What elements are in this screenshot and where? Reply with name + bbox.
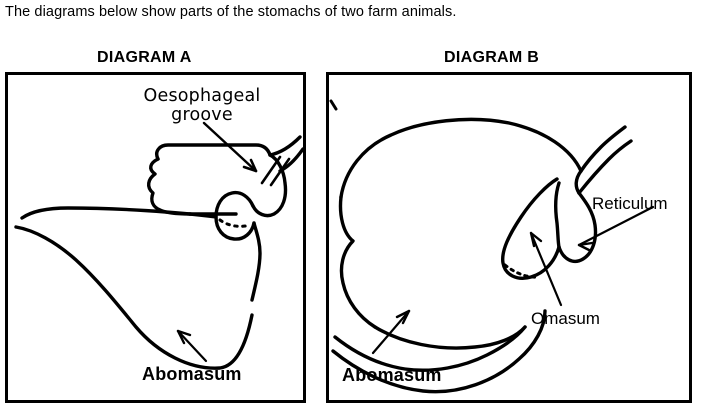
reticulum-pouch-b [557,169,598,264]
reticulum-pointer-b [577,205,655,253]
reticulum-inner-b [553,181,561,249]
rumen-bottom-b [373,325,527,350]
abomasum-bottom-b [331,309,547,394]
rumen-left-b [338,195,377,329]
abomasum-pointer-b [371,309,411,355]
diagram-a-title: DIAGRAM A [97,49,192,66]
label-omasum: Omasum [531,309,600,328]
abomasum-outline-a [14,225,254,370]
rumen-outline-a [155,143,272,161]
rumen-left-lobes-a [147,157,192,216]
label-abomasum-a: Abomasum [142,364,242,384]
groove-hatch-marks-a [260,155,291,187]
abomasum-pointer-a [176,329,208,363]
omasum-dotted-b [503,263,541,279]
omasum-to-abomasum-a [250,221,262,302]
diagram-a-illustration [14,121,303,370]
omasum-pointer-b [529,231,563,307]
label-oesophageal-groove-line2: groove [171,105,233,125]
diagram-b-illustration [329,99,655,394]
oesophagus-tube-b-2 [577,139,633,195]
diagram-a-panel: Oesophageal groove Abomasum [5,72,306,403]
oesophagus-tube-b-1 [579,125,627,173]
label-abomasum-b: Abomasum [342,365,442,385]
intro-text: The diagrams below show parts of the sto… [5,4,457,20]
ventral-upper-line-a [20,206,218,220]
abomasum-top-b [333,325,527,372]
oesophagus-tube-a [268,135,302,157]
edge-tick-b [329,99,338,111]
label-oesophageal-groove: Oesophageal groove [118,87,286,125]
omasum-lobe-a [214,190,256,241]
rumen-top-b [339,117,583,199]
label-reticulum: Reticulum [592,194,668,213]
label-oesophageal-groove-line1: Oesophageal [143,86,261,106]
oesophageal-groove-pointer-a [202,121,258,173]
omasum-lobe-b [501,177,561,280]
omasum-dotted-line-a [218,218,252,228]
diagram-b-panel: Reticulum Omasum Abomasum [326,72,692,403]
reticulum-lobe-a [251,153,288,218]
diagram-b-title: DIAGRAM B [444,49,540,66]
